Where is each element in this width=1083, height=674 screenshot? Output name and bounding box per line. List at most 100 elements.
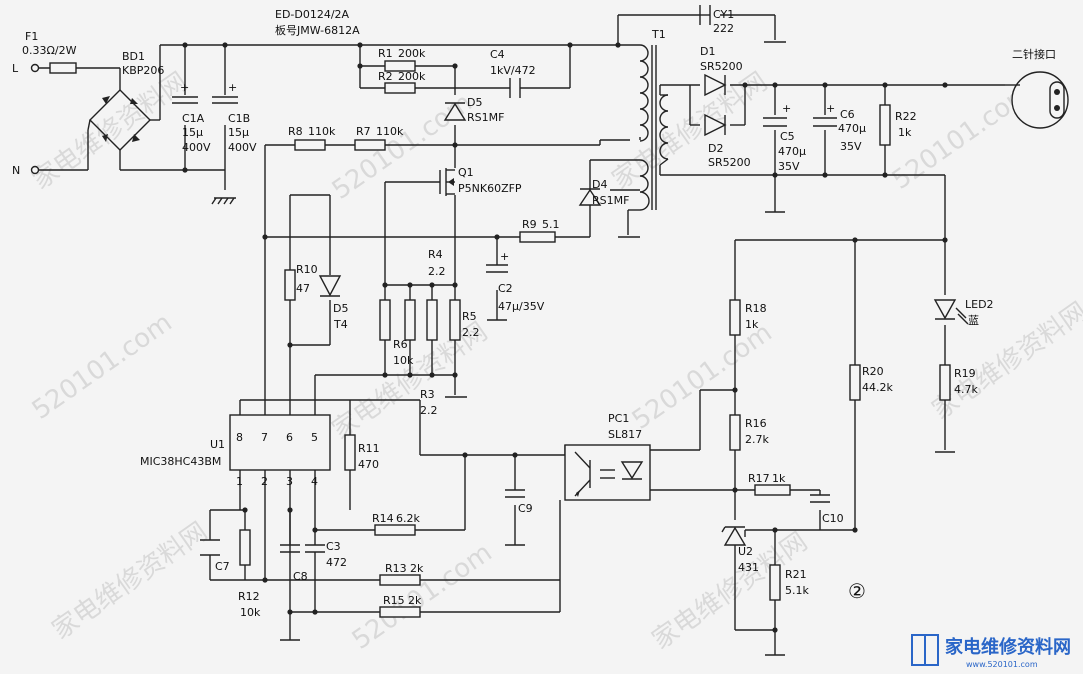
- value-r12: 10k: [240, 606, 261, 619]
- capacitor-c3: [305, 544, 325, 612]
- svg-text:家电维修资料网: 家电维修资料网: [927, 297, 1083, 426]
- label-c6: C6: [840, 108, 855, 121]
- label-c5: C5: [780, 130, 795, 143]
- svg-text:家电维修资料网: 家电维修资料网: [47, 517, 213, 646]
- label-q1: Q1: [458, 166, 474, 179]
- svg-text:520101.com: 520101.com: [27, 308, 178, 426]
- label-r9: R9: [522, 218, 537, 231]
- resistor-r9: [519, 231, 556, 243]
- capacitor-c1a: +: [172, 81, 198, 104]
- value-r1: 200k: [398, 47, 426, 60]
- label-live: L: [12, 62, 19, 75]
- resistor-r7: [354, 139, 386, 151]
- label-r8: R8: [288, 125, 303, 138]
- value-d1: SR5200: [700, 60, 743, 73]
- label-r17: R17: [748, 472, 770, 485]
- fuse-f1: [49, 62, 77, 74]
- label-r7: R7: [356, 125, 371, 138]
- value-c5-2: 35V: [778, 160, 800, 173]
- capacitor-c10: [810, 494, 830, 503]
- svg-text:4: 4: [311, 475, 318, 488]
- label-r19: R19: [954, 367, 976, 380]
- label-d2: D2: [708, 142, 723, 155]
- label-r2: R2: [378, 70, 393, 83]
- svg-text:家电维修资料网: 家电维修资料网: [27, 67, 193, 196]
- resistor-r12: [239, 529, 251, 566]
- resistor-r11: [344, 434, 356, 471]
- value-led2: 蓝: [968, 314, 979, 327]
- value-r5: 2.2: [462, 326, 480, 339]
- value-c1b-1: 15µ: [228, 126, 249, 139]
- optocoupler-pc1: [564, 444, 651, 501]
- label-c3: C3: [326, 540, 341, 553]
- value-r19: 4.7k: [954, 383, 978, 396]
- value-r2: 200k: [398, 70, 426, 83]
- label-c1a: C1A: [182, 112, 205, 125]
- value-c1b-2: 400V: [228, 141, 257, 154]
- board-number: 板号JMW-6812A: [275, 23, 360, 37]
- svg-text:+: +: [826, 102, 835, 115]
- svg-text:1: 1: [236, 475, 243, 488]
- junction-dots: [182, 42, 948, 633]
- value-bd1: KBP206: [122, 64, 164, 77]
- diode-d4: [578, 188, 602, 206]
- resistor-r17: [754, 484, 791, 496]
- diode-d5-gate: [318, 275, 342, 297]
- label-c8: C8: [293, 570, 308, 583]
- value-r13: 2k: [410, 562, 424, 575]
- label-r22: R22: [895, 110, 917, 123]
- value-r22: 1k: [898, 126, 912, 139]
- brand-name: 家电维修资料网: [945, 636, 1071, 658]
- value-r16: 2.7k: [745, 433, 769, 446]
- label-c10: C10: [822, 512, 844, 525]
- svg-text:+: +: [228, 81, 237, 94]
- svg-text:+: +: [180, 81, 189, 94]
- label-r15: R15: [383, 594, 405, 607]
- value-c5-1: 470µ: [778, 145, 806, 158]
- svg-text:+: +: [782, 102, 791, 115]
- label-r21: R21: [785, 568, 807, 581]
- bridge-bd1: [89, 89, 151, 151]
- value-r14: 6.2k: [396, 512, 420, 525]
- label-r6: R6: [393, 338, 408, 351]
- resistor-r8: [294, 139, 326, 151]
- resistor-r22: [879, 104, 891, 146]
- value-c1a-2: 400V: [182, 141, 211, 154]
- svg-text:7: 7: [261, 431, 268, 444]
- value-d4: RS1MF: [592, 194, 629, 207]
- value-c4: 1kV/472: [490, 64, 536, 77]
- label-pc1: PC1: [608, 412, 629, 425]
- value-u2: 431: [738, 561, 759, 574]
- svg-text:3: 3: [286, 475, 293, 488]
- value-r17: 1k: [772, 472, 786, 485]
- value-r10: 47: [296, 282, 310, 295]
- value-c1a-1: 15µ: [182, 126, 203, 139]
- resistor-r20: [849, 364, 861, 401]
- label-d4: D4: [592, 178, 607, 191]
- resistor-r16: [729, 414, 741, 451]
- value-c2: 47µ/35V: [498, 300, 545, 313]
- label-d1: D1: [700, 45, 715, 58]
- label-r4: R4: [428, 248, 443, 261]
- board-model: ED-D0124/2A: [275, 8, 350, 21]
- capacitor-c7: [200, 539, 220, 556]
- svg-text:5: 5: [311, 431, 318, 444]
- value-r4: 2.2: [428, 265, 446, 278]
- label-r11: R11: [358, 442, 380, 455]
- resistor-r13: [379, 574, 421, 586]
- diode-d2: [704, 113, 727, 137]
- label-t1: T1: [651, 28, 666, 41]
- value-r20: 44.2k: [862, 381, 893, 394]
- label-r14: R14: [372, 512, 394, 525]
- label-c2: C2: [498, 282, 513, 295]
- value-r9: 5.1: [542, 218, 560, 231]
- resistor-r19: [939, 364, 951, 401]
- label-u2: U2: [738, 545, 753, 558]
- resistor-sense-2: [426, 299, 438, 341]
- resistor-r15: [379, 606, 421, 618]
- figure-mark: ②: [848, 579, 866, 603]
- svg-text:8: 8: [236, 431, 243, 444]
- value-c3: 472: [326, 556, 347, 569]
- svg-text:+: +: [500, 250, 509, 263]
